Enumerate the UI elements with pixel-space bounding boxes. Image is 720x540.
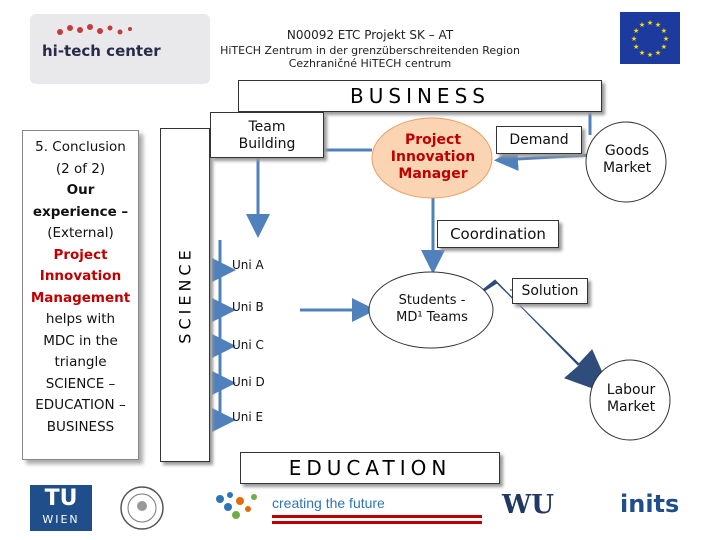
goods-market-label: Goods Market xyxy=(586,143,668,177)
eu-star: ★ xyxy=(633,27,639,35)
eu-star: ★ xyxy=(639,49,645,57)
arrow-demand xyxy=(494,147,591,171)
university-seal-icon xyxy=(120,486,164,530)
eu-star: ★ xyxy=(633,43,639,51)
panel-line: Project xyxy=(53,246,108,263)
team-building-box: Team Building xyxy=(210,112,324,158)
science-label: SCIENCE xyxy=(175,246,195,344)
conclusion-panel: 5. Conclusion (2 of 2) Our experience – … xyxy=(22,130,139,460)
creating-text: creating the future xyxy=(272,495,385,511)
panel-line: MDC in the xyxy=(43,332,118,349)
wu-logo: WU xyxy=(502,490,554,520)
solution-box: Solution xyxy=(512,278,588,304)
header-line2: HiTECH Zentrum in der grenzüberschreiten… xyxy=(220,44,520,57)
pim-l2: Innovation xyxy=(390,149,476,165)
pim-label: Project Innovation Manager xyxy=(374,132,492,183)
panel-line: 5. Conclusion xyxy=(35,139,126,155)
panel-line: Our xyxy=(66,182,95,198)
business-box: BUSINESS xyxy=(238,80,602,112)
eu-star: ★ xyxy=(647,19,653,27)
goods-l1: Goods xyxy=(604,143,650,159)
panel-line: (External) xyxy=(47,225,114,241)
hitech-center-logo: hi-tech center xyxy=(30,14,210,84)
panel-line: experience – xyxy=(32,203,129,220)
panel-line: Management xyxy=(30,289,131,306)
uni-a: Uni A xyxy=(232,258,264,272)
pim-ellipse xyxy=(371,117,493,199)
eu-star: ★ xyxy=(639,21,645,29)
panel-line: EDUCATION – xyxy=(35,397,126,413)
uni-e: Uni E xyxy=(232,410,264,424)
tu-text: TU xyxy=(44,486,78,511)
eu-star: ★ xyxy=(631,35,637,43)
science-box: SCIENCE xyxy=(160,128,210,462)
wien-text: WIEN xyxy=(42,513,80,526)
pim-l3: Manager xyxy=(398,166,468,182)
header-line3: Cezhraničné HiTECH centrum xyxy=(288,57,452,70)
eu-star: ★ xyxy=(655,49,661,57)
panel-line: SCIENCE – xyxy=(45,375,116,392)
eu-star: ★ xyxy=(655,21,661,29)
team-building-l2: Building xyxy=(238,136,296,152)
students-label: Students - MD¹ Teams xyxy=(370,292,494,326)
labour-market-ellipse xyxy=(589,359,671,441)
panel-line: BUSINESS xyxy=(46,418,115,435)
eu-star: ★ xyxy=(661,43,667,51)
demand-box: Demand xyxy=(496,126,582,154)
education-box: EDUCATION xyxy=(240,452,500,484)
panel-line: triangle xyxy=(54,354,107,370)
eu-star: ★ xyxy=(647,51,653,59)
logo-dots xyxy=(57,24,132,35)
logo-text: hi-tech center xyxy=(42,42,161,60)
coordination-box: Coordination xyxy=(437,220,559,248)
uni-c: Uni C xyxy=(232,338,264,352)
goods-l2: Market xyxy=(602,160,652,176)
labour-l1: Labour xyxy=(606,382,656,398)
creating-the-future-banner: creating the future xyxy=(210,487,485,529)
tu-wien-logo: TU WIEN xyxy=(30,485,92,531)
uni-b: Uni B xyxy=(232,300,264,314)
eu-star: ★ xyxy=(661,27,667,35)
goods-market-ellipse xyxy=(585,121,667,203)
students-l2: MD¹ Teams xyxy=(396,310,468,325)
header-line1: N00092 ETC Projekt SK – AT xyxy=(286,28,454,42)
uni-d: Uni D xyxy=(232,375,265,389)
panel-line: (2 of 2) xyxy=(55,160,106,177)
students-l1: Students - xyxy=(398,293,466,308)
eu-star: ★ xyxy=(663,35,669,43)
students-ellipse xyxy=(368,271,494,349)
eu-flag-icon: ★★★★★★★★★★★★ xyxy=(620,12,680,64)
inits-logo: inits xyxy=(620,490,680,518)
labour-l2: Market xyxy=(606,399,656,415)
panel-line: Innovation xyxy=(39,268,122,284)
pim-l1: Project xyxy=(404,132,462,148)
team-building-l1: Team xyxy=(248,119,286,135)
panel-line: helps with xyxy=(45,311,116,327)
labour-market-label: Labour Market xyxy=(590,382,672,416)
